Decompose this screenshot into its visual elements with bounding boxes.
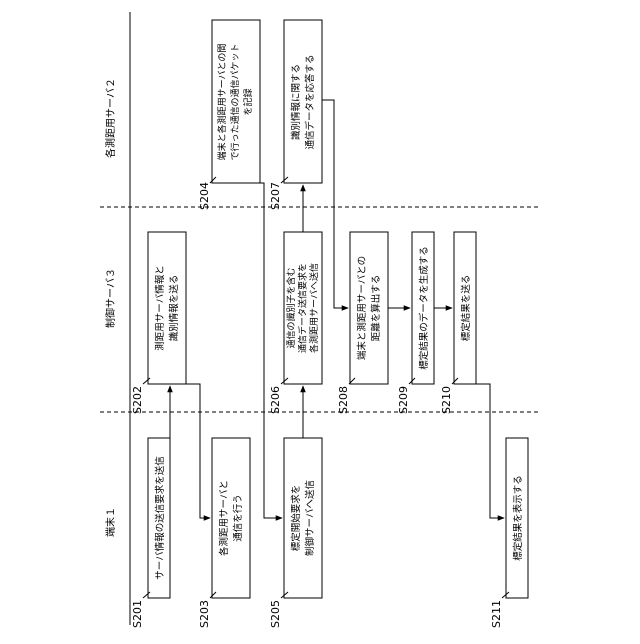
step-label-s211: S211 (490, 600, 503, 628)
arrow-s207-s208 (322, 100, 348, 308)
lane-label-terminal: 端末１ (104, 507, 117, 537)
text-s211: 標定結果を表示する (512, 475, 524, 561)
text-s207-line-2: 通信データを応答する (304, 54, 316, 149)
text-s211-line-1: 標定結果を表示する (512, 475, 524, 561)
text-s205-line-1: 標定開始要求を (290, 485, 302, 552)
box-s208 (350, 232, 388, 384)
step-label-s206: S206 (269, 386, 282, 414)
text-s206: 通信の識別子を含む 通信データ送信要求を 各測距用サーバへ送信 (285, 263, 320, 353)
step-label-s203: S203 (198, 600, 211, 628)
text-s204-line-2: で行った通信の通信パケット (229, 43, 241, 160)
text-s209-line-1: 標定結果のデータを生成する (418, 246, 430, 370)
text-s204-line-1: 端末と各測距用サーバとの間 (216, 44, 228, 161)
text-s202-line-2: 識別情報を送る (168, 275, 180, 342)
text-s206-line-2: 通信データ送信要求を (297, 263, 309, 353)
box-s207 (284, 20, 322, 183)
step-label-s208: S208 (337, 386, 350, 414)
arrow-s202-s203 (186, 384, 210, 518)
text-s201-line-1: サーバ情報の送信要求を送信 (154, 456, 166, 579)
arrow-s210-s211 (476, 384, 504, 518)
step-label-s202: S202 (131, 386, 144, 414)
text-s206-line-1: 通信の識別子を含む (285, 267, 297, 348)
text-s208-line-1: 端末と測距用サーバとの (356, 256, 368, 360)
step-label-s201: S201 (131, 600, 144, 628)
lane-label-control: 制御サーバ３ (104, 268, 117, 328)
step-label-s210: S210 (440, 386, 453, 414)
step-label-s209: S209 (397, 386, 410, 414)
text-s208-line-2: 距離を算出する (370, 275, 382, 342)
text-s206-line-3: 各測距用サーバへ送信 (308, 263, 320, 353)
step-label-s207: S207 (269, 182, 282, 210)
text-s207-line-1: 識別情報に関する (290, 64, 302, 140)
step-label-s204: S204 (198, 182, 211, 210)
text-s204-line-3: を記録 (242, 88, 254, 115)
box-s202 (148, 232, 186, 384)
text-s202-line-1: 測距用サーバ情報と (154, 265, 166, 350)
box-s205 (284, 438, 322, 598)
text-s201: サーバ情報の送信要求を送信 (154, 456, 166, 579)
box-s203 (212, 438, 250, 598)
text-s209: 標定結果のデータを生成する (418, 246, 430, 370)
text-s210-line-1: 標定結果を送る (460, 275, 472, 342)
text-s203-line-1: 各測距用サーバと (218, 480, 230, 556)
step-label-s205: S205 (269, 600, 282, 628)
text-s205-line-2: 制御サーバへ送信 (304, 480, 316, 556)
arrow-s204-s205 (260, 183, 282, 518)
lane-label-ranging: 各測距用サーバ２ (104, 78, 117, 158)
text-s210: 標定結果を送る (460, 275, 472, 342)
text-s203-line-2: 通信を行う (232, 494, 244, 542)
